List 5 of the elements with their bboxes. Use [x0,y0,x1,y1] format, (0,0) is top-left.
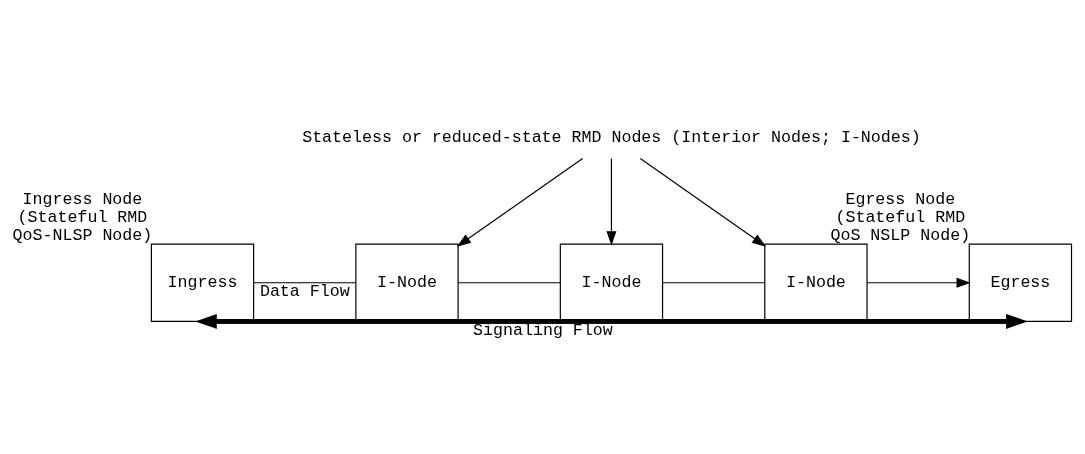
edge-label: Signaling Flow [473,320,613,340]
node-label: Egress Node (Stateful RMD QoS NSLP Node) [830,189,971,245]
edge-label: Data Flow [259,281,350,301]
node-label: Ingress Node (Stateful RMD QoS-NLSP Node) [12,189,153,245]
node-text: Stateless or reduced-state RMD Nodes (Interior Nodes; I-Nodes) [302,127,921,147]
